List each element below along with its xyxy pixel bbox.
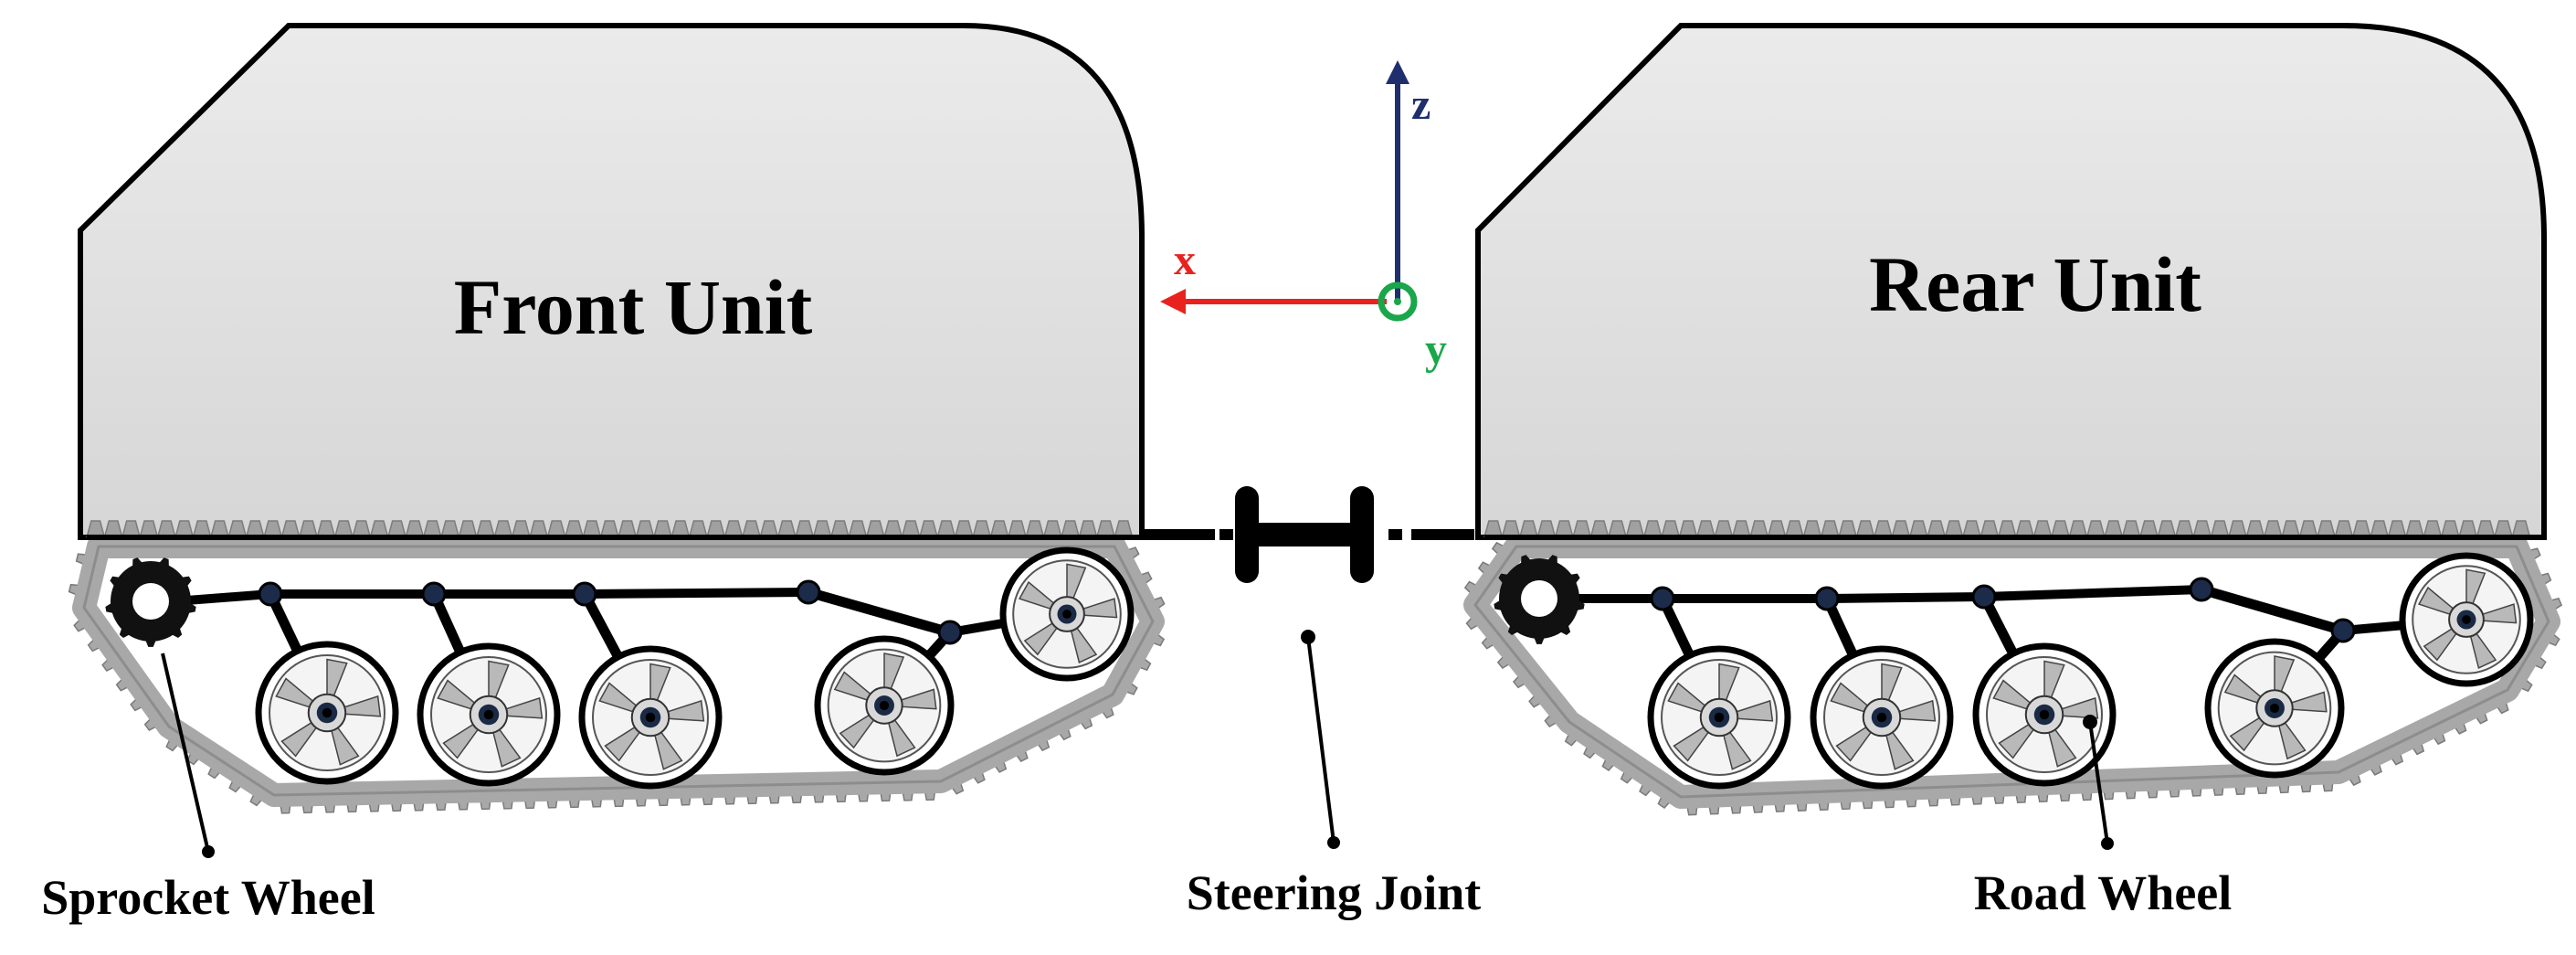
front-unit: Front Unit bbox=[68, 23, 1166, 814]
front-unit-body bbox=[78, 23, 1145, 540]
road-wheel-icon bbox=[417, 642, 561, 787]
rear-unit-body bbox=[1475, 23, 2547, 540]
front-unit-label: Front Unit bbox=[454, 263, 813, 351]
road-wheel-icon bbox=[578, 645, 723, 790]
coordinate-axes-icon: z x y bbox=[1160, 60, 1447, 374]
road-wheel-icon bbox=[2204, 638, 2345, 779]
suspension-arm bbox=[803, 587, 955, 638]
rear-body-teeth bbox=[1483, 520, 2539, 540]
suspension-joint bbox=[937, 620, 963, 645]
callouts bbox=[161, 630, 2114, 858]
front-suspension bbox=[105, 546, 1135, 790]
rear-unit: Rear Unit bbox=[1463, 23, 2563, 816]
sprocket-icon bbox=[1494, 555, 1585, 644]
suspension-joint bbox=[1814, 586, 1840, 611]
z-axis-label: z bbox=[1411, 80, 1431, 129]
road-wheel-icon bbox=[814, 635, 955, 776]
road-wheel-icon bbox=[999, 546, 1135, 682]
front-body-teeth bbox=[86, 520, 1137, 540]
road-wheel-icon bbox=[1972, 642, 2117, 787]
y-axis-label: y bbox=[1425, 325, 1447, 374]
steering-joint-label: Steering Joint bbox=[1187, 865, 1481, 920]
suspension-joint bbox=[1971, 584, 1997, 610]
suspension-joint bbox=[421, 581, 447, 607]
suspension-joint bbox=[796, 579, 821, 605]
sprocket-icon bbox=[105, 557, 196, 647]
suspension-joint bbox=[572, 581, 597, 607]
road-wheel-label: Road Wheel bbox=[1974, 865, 2233, 920]
rear-unit-label: Rear Unit bbox=[1869, 240, 2201, 328]
road-wheel-icon bbox=[1647, 645, 1791, 790]
suspension-joint bbox=[2330, 618, 2356, 643]
suspension-arm bbox=[2196, 584, 2349, 636]
road-wheel-icon bbox=[255, 641, 399, 785]
suspension-joint bbox=[1650, 586, 1675, 611]
suspension-joint bbox=[258, 581, 283, 607]
steering-joint-icon bbox=[1144, 486, 1474, 583]
road-wheel-icon bbox=[2399, 552, 2534, 687]
sprocket-wheel-label: Sprocket Wheel bbox=[41, 870, 375, 925]
body-teeth-row bbox=[86, 520, 1134, 540]
body-teeth-row bbox=[1483, 520, 2531, 540]
road-wheel-icon bbox=[1810, 645, 1954, 790]
x-axis-label: x bbox=[1174, 236, 1196, 284]
rear-suspension bbox=[1494, 552, 2534, 790]
suspension-joint bbox=[2189, 577, 2214, 602]
